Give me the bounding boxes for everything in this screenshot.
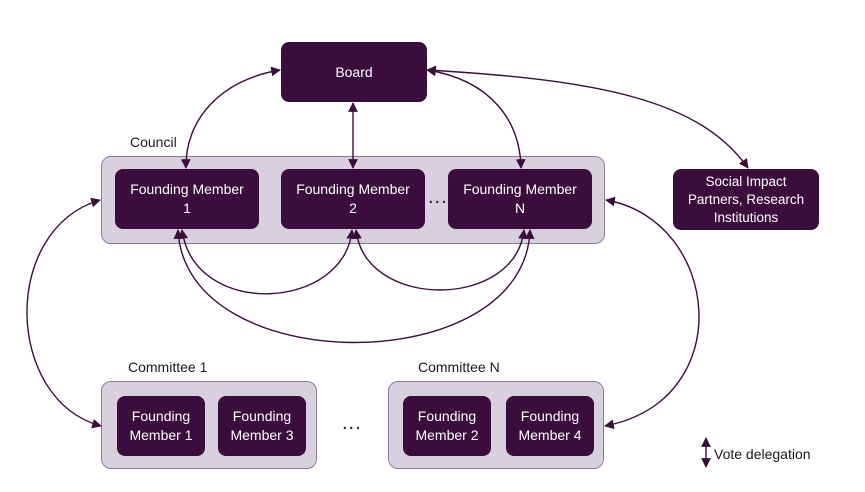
- fm1-line2: 1: [183, 200, 191, 216]
- arrow-fm2-fmn: [352, 229, 528, 291]
- c1-m3-line1: Founding: [232, 408, 292, 424]
- arrow-fm1-fmn: [173, 229, 535, 344]
- arrow-board-partners: [426, 65, 749, 169]
- arrow-board-fmn: [426, 66, 526, 169]
- committee-n-title: Committee N: [418, 359, 500, 375]
- arrow-council-committee1: [26, 197, 102, 429]
- fm1-line1: Founding Member: [130, 181, 244, 197]
- c1-m1-line1: Founding: [131, 408, 191, 424]
- council-founding-member-n: Founding Member N: [448, 169, 592, 229]
- fmn-line1: Founding Member: [463, 181, 577, 197]
- legend-label: Vote delegation: [714, 446, 811, 462]
- committeen-founding-member-4: Founding Member 4: [506, 396, 594, 456]
- committee-1-title: Committee 1: [128, 359, 208, 375]
- cn-m4-line2: Member 4: [518, 427, 582, 443]
- council-title: Council: [130, 134, 177, 150]
- c1-m1-line2: Member 1: [129, 427, 193, 443]
- council-founding-member-2: Founding Member 2: [281, 169, 425, 229]
- fm2-line2: 2: [349, 200, 357, 216]
- c1-m3-line2: Member 3: [230, 427, 294, 443]
- partners-line2: Partners, Research: [687, 191, 805, 207]
- arrow-fm1-fm2: [178, 229, 357, 295]
- board-label: Board: [335, 63, 373, 80]
- council-ellipsis: ...: [428, 186, 448, 208]
- social-impact-partners-box: Social Impact Partners, Research Institu…: [673, 169, 819, 230]
- committeen-founding-member-2: Founding Member 2: [403, 396, 491, 456]
- board-box: Board: [281, 42, 427, 102]
- fmn-line2: N: [514, 200, 526, 216]
- committee1-founding-member-1: Founding Member 1: [117, 396, 205, 456]
- committee-ellipsis: ...: [342, 412, 362, 434]
- partners-line3: Institutions: [713, 209, 779, 225]
- committee1-founding-member-3: Founding Member 3: [218, 396, 306, 456]
- cn-m2-line1: Founding: [417, 408, 477, 424]
- cn-m2-line2: Member 2: [415, 427, 479, 443]
- council-founding-member-1: Founding Member 1: [115, 169, 259, 229]
- partners-line1: Social Impact: [705, 173, 787, 189]
- fm2-line1: Founding Member: [296, 181, 410, 197]
- cn-m4-line1: Founding: [520, 408, 580, 424]
- arrow-board-fm1: [180, 66, 281, 169]
- arrow-council-committeen: [604, 196, 700, 430]
